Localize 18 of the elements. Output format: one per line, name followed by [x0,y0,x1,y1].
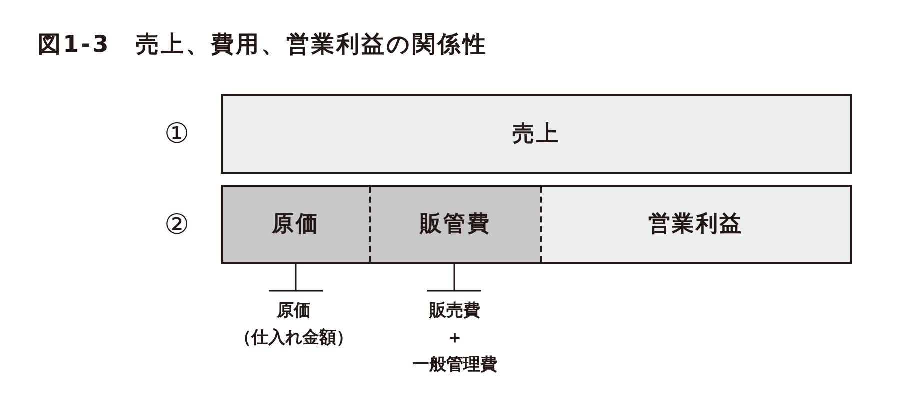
bar-label: 売上 [512,120,560,148]
row-number: ② [163,208,191,240]
bar-label: 原価 [272,211,320,239]
bar-label: 営業利益 [648,211,744,239]
cost-profit-bar [221,185,852,264]
leader-text: 販売費 [430,300,480,323]
row-number: ① [163,118,191,150]
leader-line [268,262,324,292]
leader-text: 原価 [277,300,311,323]
cost-segment [223,187,369,262]
leader-text: ＋ [446,327,464,350]
leader-text: （仕入れ金額） [234,327,354,350]
sales-bar [221,94,852,174]
leader-line [426,262,482,292]
bar-label: 販管費 [420,211,492,239]
sga-segment [369,187,540,262]
leader-text: 一般管理費 [412,354,498,377]
figure-title: 図1-3 売上、費用、営業利益の関係性 [38,31,488,60]
